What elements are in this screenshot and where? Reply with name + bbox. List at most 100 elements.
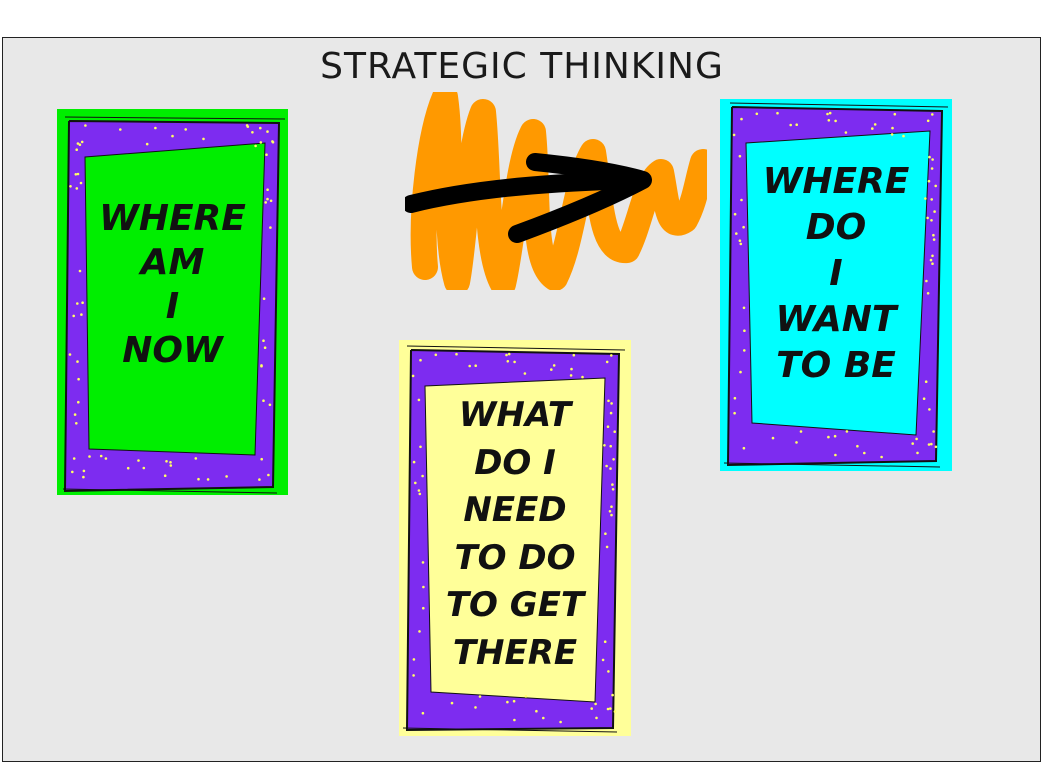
frame-speckle xyxy=(610,513,613,517)
frame-speckle xyxy=(613,430,616,433)
frame-speckle xyxy=(76,142,80,145)
frame-speckle xyxy=(262,297,266,300)
frame-speckle xyxy=(72,314,75,318)
frame-speckle xyxy=(506,700,509,704)
frame-speckle xyxy=(739,370,742,374)
frame-speckle xyxy=(104,457,108,460)
frame-speckle xyxy=(513,718,516,722)
frame-speckle xyxy=(434,353,438,357)
frame-speckle xyxy=(82,475,85,479)
frame-speckle xyxy=(412,658,416,661)
frame-speckle xyxy=(265,153,268,156)
frame-speckle xyxy=(505,353,508,357)
frame-speckle xyxy=(99,454,103,458)
frame-speckle xyxy=(84,124,87,127)
frame-speckle xyxy=(611,488,615,491)
frame-speckle xyxy=(595,716,598,720)
frame-speckle xyxy=(742,446,746,450)
frame-speckle xyxy=(609,411,613,415)
frame-speckle xyxy=(930,167,934,170)
frame-speckle xyxy=(927,179,931,183)
frame-speckle xyxy=(880,455,883,459)
frame-speckle xyxy=(928,155,931,159)
frame-speckle xyxy=(78,269,82,273)
frame-speckle xyxy=(197,477,200,481)
frame-speckle xyxy=(246,125,250,128)
frame-speckle xyxy=(570,367,573,371)
frame-speckle xyxy=(450,701,454,705)
frame-speckle xyxy=(73,413,77,416)
frame-speckle xyxy=(931,254,934,258)
frame-speckle xyxy=(82,469,86,473)
frame-speckle xyxy=(266,130,269,133)
frame-speckle xyxy=(68,353,72,356)
frame-speckle xyxy=(611,693,614,697)
frame-speckle xyxy=(258,478,261,481)
frame-speckle xyxy=(74,173,78,176)
frame-speckle xyxy=(69,185,72,188)
diagram-title: STRATEGIC THINKING xyxy=(320,46,724,87)
frame-speckle xyxy=(922,397,926,401)
frame-speckle xyxy=(742,306,746,310)
frame-speckle xyxy=(604,532,607,535)
card-frame-graphic xyxy=(720,99,952,471)
frame-speckle xyxy=(163,474,167,478)
frame-speckle xyxy=(733,212,737,216)
frame-speckle xyxy=(606,707,610,711)
frame-speckle xyxy=(254,144,257,148)
frame-speckle xyxy=(72,457,76,460)
frame-speckle xyxy=(902,134,905,138)
frame-speckle xyxy=(926,216,929,220)
frame-speckle xyxy=(738,239,742,242)
frame-speckle xyxy=(412,460,416,464)
frame-speckle xyxy=(927,443,931,446)
frame-speckle xyxy=(932,238,936,241)
frame-speckle xyxy=(601,658,605,662)
frame-speckle xyxy=(924,380,928,384)
frame-speckle xyxy=(268,403,272,407)
frame-speckle xyxy=(552,364,556,367)
frame-speckle xyxy=(911,442,914,445)
frame-speckle xyxy=(81,301,84,304)
frame-speckle xyxy=(165,460,168,463)
frame-speckle xyxy=(266,188,269,191)
frame-speckle xyxy=(524,695,528,698)
frame-speckle xyxy=(607,670,610,673)
frame-speckle xyxy=(929,258,933,262)
frame-speckle xyxy=(856,444,859,448)
frame-speckle xyxy=(262,399,265,403)
frame-speckle xyxy=(262,339,265,342)
frame-speckle xyxy=(871,127,874,130)
frame-speckle xyxy=(828,111,832,115)
frame-speckle xyxy=(891,126,894,130)
frame-speckle xyxy=(419,358,422,362)
frame-speckle xyxy=(259,126,262,130)
frame-speckle xyxy=(606,425,610,428)
frame-speckle xyxy=(738,154,742,158)
frame-speckle xyxy=(269,199,273,203)
frame-speckle xyxy=(417,489,421,492)
frame-speckle xyxy=(126,466,130,470)
frame-speckle xyxy=(269,226,272,229)
frame-speckle xyxy=(194,457,198,460)
frame-speckle xyxy=(142,466,146,470)
frame-speckle xyxy=(169,461,172,464)
frame-speckle xyxy=(609,444,612,448)
frame-speckle xyxy=(422,606,425,610)
frame-speckle xyxy=(77,400,80,404)
frame-speckle xyxy=(154,126,157,130)
frame-speckle xyxy=(603,444,606,447)
frame-speckle xyxy=(916,451,919,455)
frame-speckle xyxy=(202,137,205,141)
frame-speckle xyxy=(421,474,424,478)
frame-speckle xyxy=(71,470,74,474)
frame-speckle xyxy=(137,459,140,462)
frame-speckle xyxy=(506,360,510,363)
frame-speckle xyxy=(608,510,612,513)
frame-speckle xyxy=(931,158,934,161)
frame-speckle xyxy=(932,430,935,433)
frame-speckle xyxy=(607,399,610,403)
frame-speckle xyxy=(740,198,743,202)
frame-speckle xyxy=(826,112,829,116)
frame-speckle xyxy=(789,123,792,127)
